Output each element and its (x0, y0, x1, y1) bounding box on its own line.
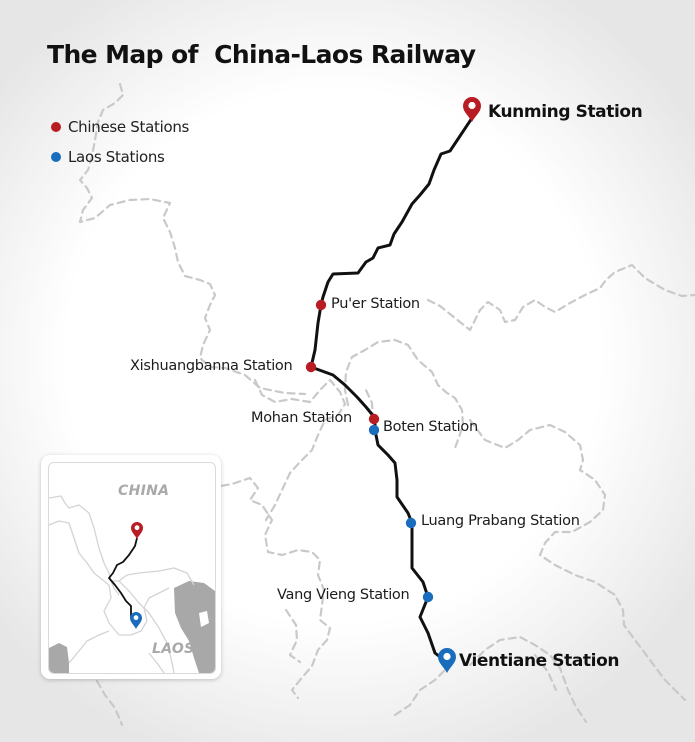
station-label-luang-prabang[interactable]: Luang Prabang Station (421, 513, 580, 529)
legend-item-laos: Laos Stations (51, 142, 189, 172)
station-dot-mohan[interactable] (368, 413, 380, 425)
station-dot-puer[interactable] (315, 299, 327, 311)
map-pin-icon[interactable] (438, 648, 456, 673)
station-label-kunming[interactable]: Kunming Station (488, 102, 643, 122)
station-label-vang-vieng[interactable]: Vang Vieng Station (277, 587, 410, 603)
inset-label-laos: LAOS (152, 641, 195, 657)
legend-item-chinese: Chinese Stations (51, 112, 189, 142)
station-label-mohan[interactable]: Mohan Station (251, 410, 352, 426)
inset-map-frame: CHINA LAOS (48, 462, 216, 674)
map-pin-icon (130, 612, 142, 629)
station-label-puer[interactable]: Pu'er Station (331, 296, 420, 312)
legend-label: Laos Stations (68, 148, 165, 166)
map-pin-icon[interactable] (463, 97, 481, 122)
station-dot-vang-vieng[interactable] (422, 591, 434, 603)
inset-map (49, 495, 215, 673)
blue-dot-icon (51, 152, 61, 162)
railway-line (309, 116, 474, 662)
station-label-boten[interactable]: Boten Station (383, 419, 478, 435)
legend-label: Chinese Stations (68, 118, 190, 136)
country-borders (78, 82, 695, 727)
red-dot-icon (51, 122, 61, 132)
station-label-vientiane[interactable]: Vientiane Station (459, 651, 620, 671)
station-dot-xishuangbanna[interactable] (305, 361, 317, 373)
station-label-xishuangbanna[interactable]: Xishuangbanna Station (130, 358, 293, 374)
legend: Chinese Stations Laos Stations (51, 112, 189, 172)
inset-label-china: CHINA (118, 483, 170, 499)
map-pin-icon (131, 522, 143, 539)
station-dot-boten[interactable] (368, 424, 380, 436)
page-title: The Map of China-Laos Railway (47, 40, 476, 69)
inset-locator-map: CHINA LAOS (41, 455, 221, 679)
station-dot-luang-prabang[interactable] (405, 517, 417, 529)
